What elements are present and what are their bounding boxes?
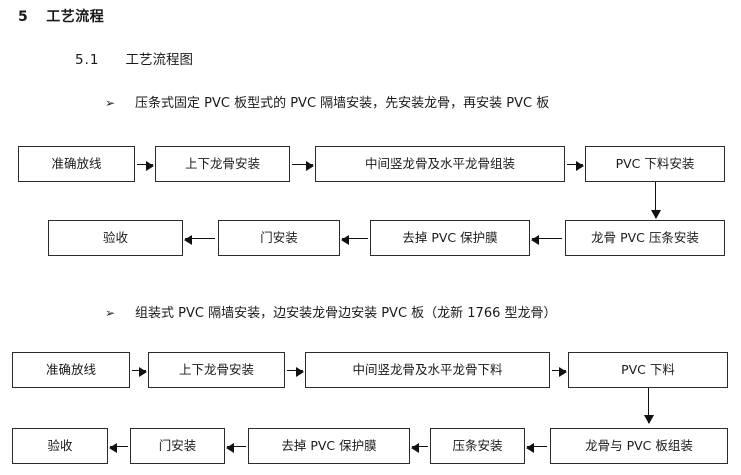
flow2-arrow-r2-4 [526,442,547,453]
flow2-row1-box-4[interactable]: PVC 下料 [568,352,728,388]
flow1-arrow-r2-3 [531,234,562,245]
flow2-arrow-r1-1 [132,366,147,377]
section-subtitle-text: 工艺流程图 [125,52,193,68]
flow2-row1-box-3[interactable]: 中间竖龙骨及水平龙骨下料 [305,352,550,388]
page-title-text: 工艺流程 [46,9,105,25]
flow2-row2-box-1[interactable]: 验收 [12,428,108,464]
page-title-number: 5 [18,9,29,25]
section-subtitle-number: 5.1 [75,52,100,68]
section-subtitle: 5.1 工艺流程图 [75,48,193,68]
bullet-item-2-text: 组装式 PVC 隔墙安装，边安装龙骨边安装 PVC 板（龙新 1766 型龙骨） [135,306,557,321]
flow2-arrow-vertical [643,388,654,424]
flow1-arrow-r2-1 [184,234,215,245]
flow2-arrow-r2-1 [109,442,128,453]
bullet-arrow-icon: ➢ [105,96,116,110]
flow2-row2-box-5[interactable]: 龙骨与 PVC 板组装 [550,428,728,464]
flow1-arrow-r1-1 [137,160,154,171]
bullet-item-1: ➢ 压条式固定 PVC 板型式的 PVC 隔墙安装，先安装龙骨，再安装 PVC 板 [105,92,549,111]
flow2-arrow-r1-3 [552,366,567,377]
flow1-row1-box-1[interactable]: 准确放线 [18,146,135,182]
flow2-arrow-r2-2 [226,442,246,453]
flow1-row2-box-4[interactable]: 龙骨 PVC 压条安装 [565,220,725,256]
flow2-arrow-r1-2 [287,366,304,377]
flow1-arrow-vertical [650,182,661,219]
bullet-arrow-icon-2: ➢ [105,306,116,320]
flow2-arrow-r2-3 [411,442,428,453]
flow1-row2-box-1[interactable]: 验收 [48,220,183,256]
flow1-row2-box-2[interactable]: 门安装 [218,220,340,256]
flow2-row2-box-2[interactable]: 门安装 [130,428,225,464]
flow1-arrow-r2-2 [341,234,368,245]
flow1-arrow-r1-3 [567,160,584,171]
flow1-arrow-r1-2 [292,160,314,171]
bullet-item-1-text: 压条式固定 PVC 板型式的 PVC 隔墙安装，先安装龙骨，再安装 PVC 板 [135,96,550,111]
bullet-item-2: ➢ 组装式 PVC 隔墙安装，边安装龙骨边安装 PVC 板（龙新 1766 型龙骨… [105,302,557,321]
flow1-row1-box-3[interactable]: 中间竖龙骨及水平龙骨组装 [315,146,565,182]
page-title: 5 工艺流程 [18,6,104,26]
flow2-row1-box-2[interactable]: 上下龙骨安装 [148,352,285,388]
flow1-row2-box-3[interactable]: 去掉 PVC 保护膜 [370,220,530,256]
flow2-row2-box-4[interactable]: 压条安装 [430,428,525,464]
flow1-row1-box-2[interactable]: 上下龙骨安装 [155,146,290,182]
flow1-row1-box-4[interactable]: PVC 下料安装 [585,146,725,182]
flow2-row2-box-3[interactable]: 去掉 PVC 保护膜 [248,428,410,464]
flow2-row1-box-1[interactable]: 准确放线 [12,352,130,388]
